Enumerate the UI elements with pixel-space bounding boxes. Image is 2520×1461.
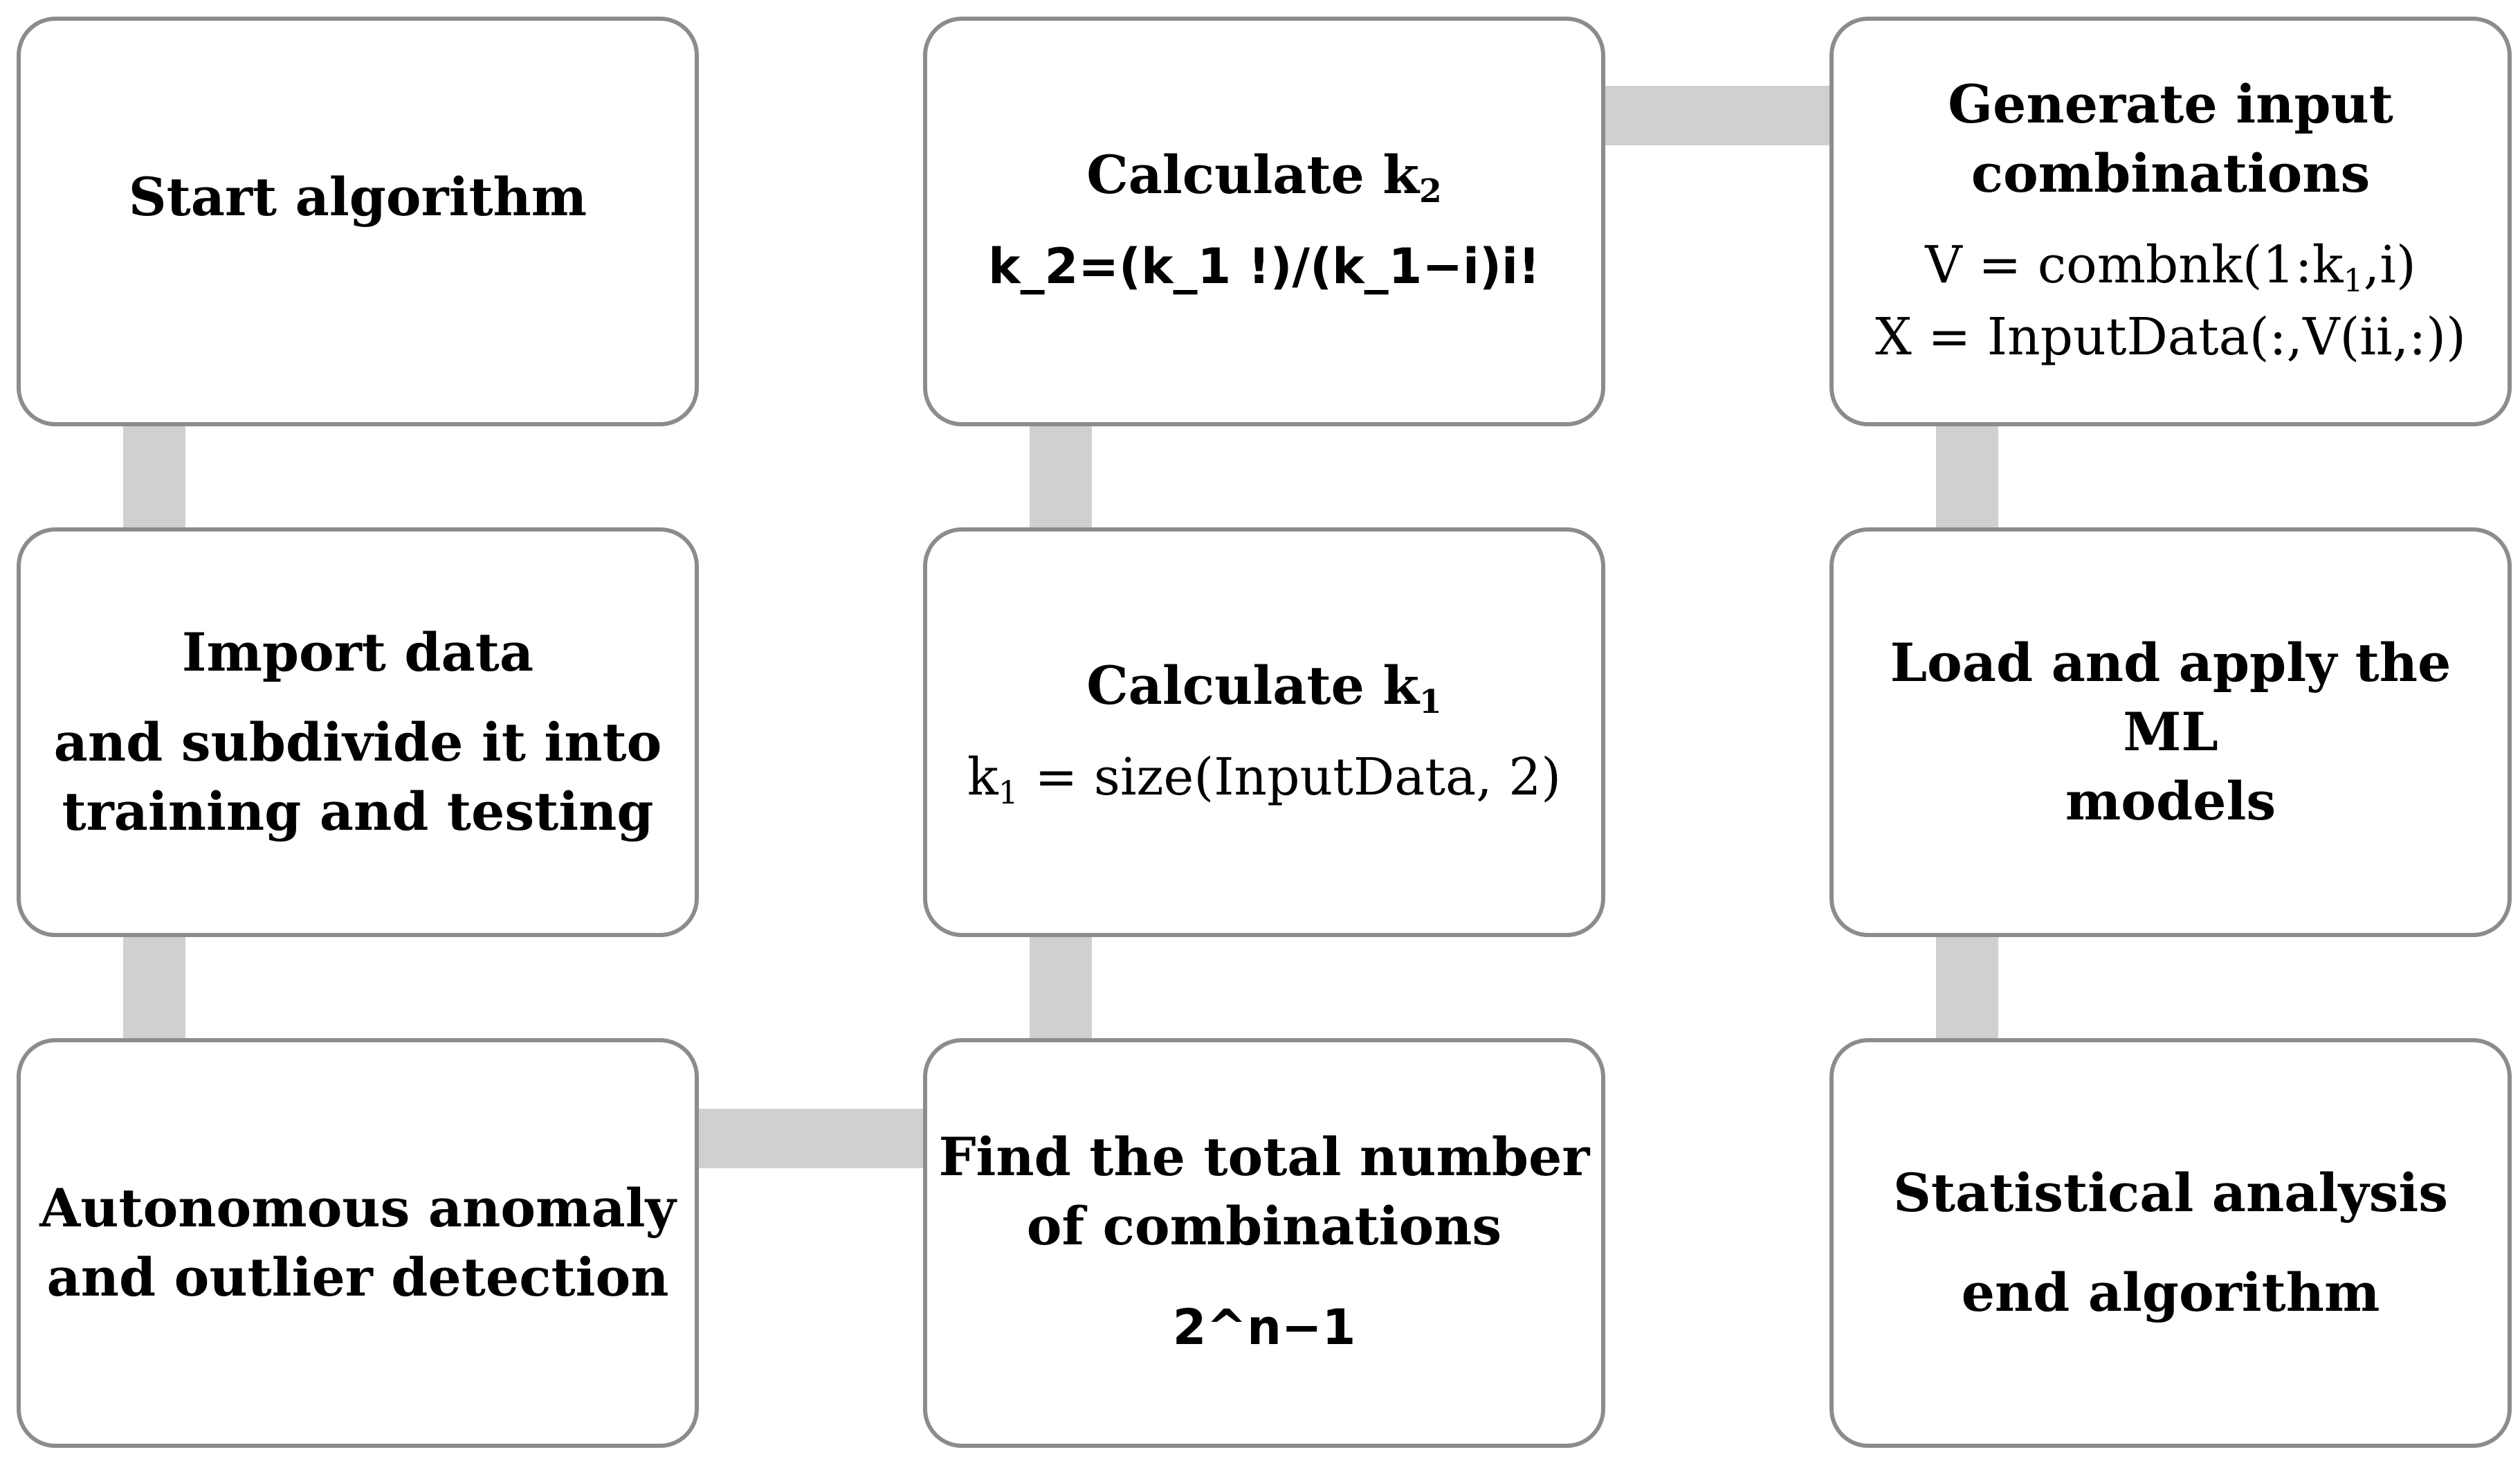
statistical-analysis-box: Statistical analysis end algorithm xyxy=(1829,1038,2512,1448)
combnk-formula: V = combnk(1:k1,i) xyxy=(1925,235,2416,299)
calculate-k2-box: Calculate k2 k_2=(k_1 !)/(k_1−i)i! xyxy=(923,17,1605,426)
anomaly-detection-box: Autonomous anomaly and outlier detection xyxy=(17,1038,699,1448)
start-algorithm-box: Start algorithm xyxy=(17,17,699,426)
anomaly-detection-line-2: and outlier detection xyxy=(46,1246,669,1308)
input-data-formula: X = InputData(:,V(ii,:)) xyxy=(1875,307,2466,367)
calculate-k1-title: Calculate k1 xyxy=(1086,655,1442,722)
calculate-k2-title: Calculate k2 xyxy=(1086,144,1442,211)
end-algorithm-label: end algorithm xyxy=(1961,1262,2380,1323)
calculate-k1-box: Calculate k1 k1 = size(InputData, 2) xyxy=(923,527,1605,937)
import-data-title: Import data xyxy=(181,621,534,683)
k1-formula: k1 = size(InputData, 2) xyxy=(967,747,1562,811)
ml-models-line-1: Load and apply the ML xyxy=(1890,632,2451,763)
import-data-box: Import data and subdivide it into traini… xyxy=(17,527,699,937)
connector-k2-generate xyxy=(1601,86,1835,145)
generate-combinations-line-1: Generate input xyxy=(1948,73,2393,135)
ml-models-line-2: models xyxy=(2065,770,2276,832)
ml-models-box: Load and apply the ML models xyxy=(1829,527,2512,937)
connector-anomaly-total xyxy=(695,1109,929,1168)
total-combinations-box: Find the total number of combinations 2^… xyxy=(923,1038,1605,1448)
generate-combinations-line-2: combinations xyxy=(1971,143,2371,204)
connector-ml-stats xyxy=(1936,933,1998,1044)
connector-k1-k2 xyxy=(1030,422,1092,533)
connector-total-k1 xyxy=(1030,933,1092,1044)
connector-generate-ml xyxy=(1936,422,1998,533)
import-data-subtitle-1: and subdivide it into xyxy=(53,711,662,773)
connector-import-anomaly xyxy=(123,933,185,1044)
total-combinations-line-2: of combinations xyxy=(1026,1195,1502,1257)
total-combinations-line-1: Find the total number xyxy=(938,1126,1590,1188)
total-combinations-formula: 2^n−1 xyxy=(1172,1299,1356,1356)
connector-start-import xyxy=(123,422,185,533)
statistical-analysis-title: Statistical analysis xyxy=(1892,1162,2449,1224)
start-algorithm-title: Start algorithm xyxy=(128,166,587,228)
anomaly-detection-line-1: Autonomous anomaly xyxy=(39,1177,676,1239)
import-data-subtitle-2: training and testing xyxy=(62,781,654,842)
k2-formula: k_2=(k_1 !)/(k_1−i)i! xyxy=(988,238,1540,295)
generate-combinations-box: Generate input combinations V = combnk(1… xyxy=(1829,17,2512,426)
